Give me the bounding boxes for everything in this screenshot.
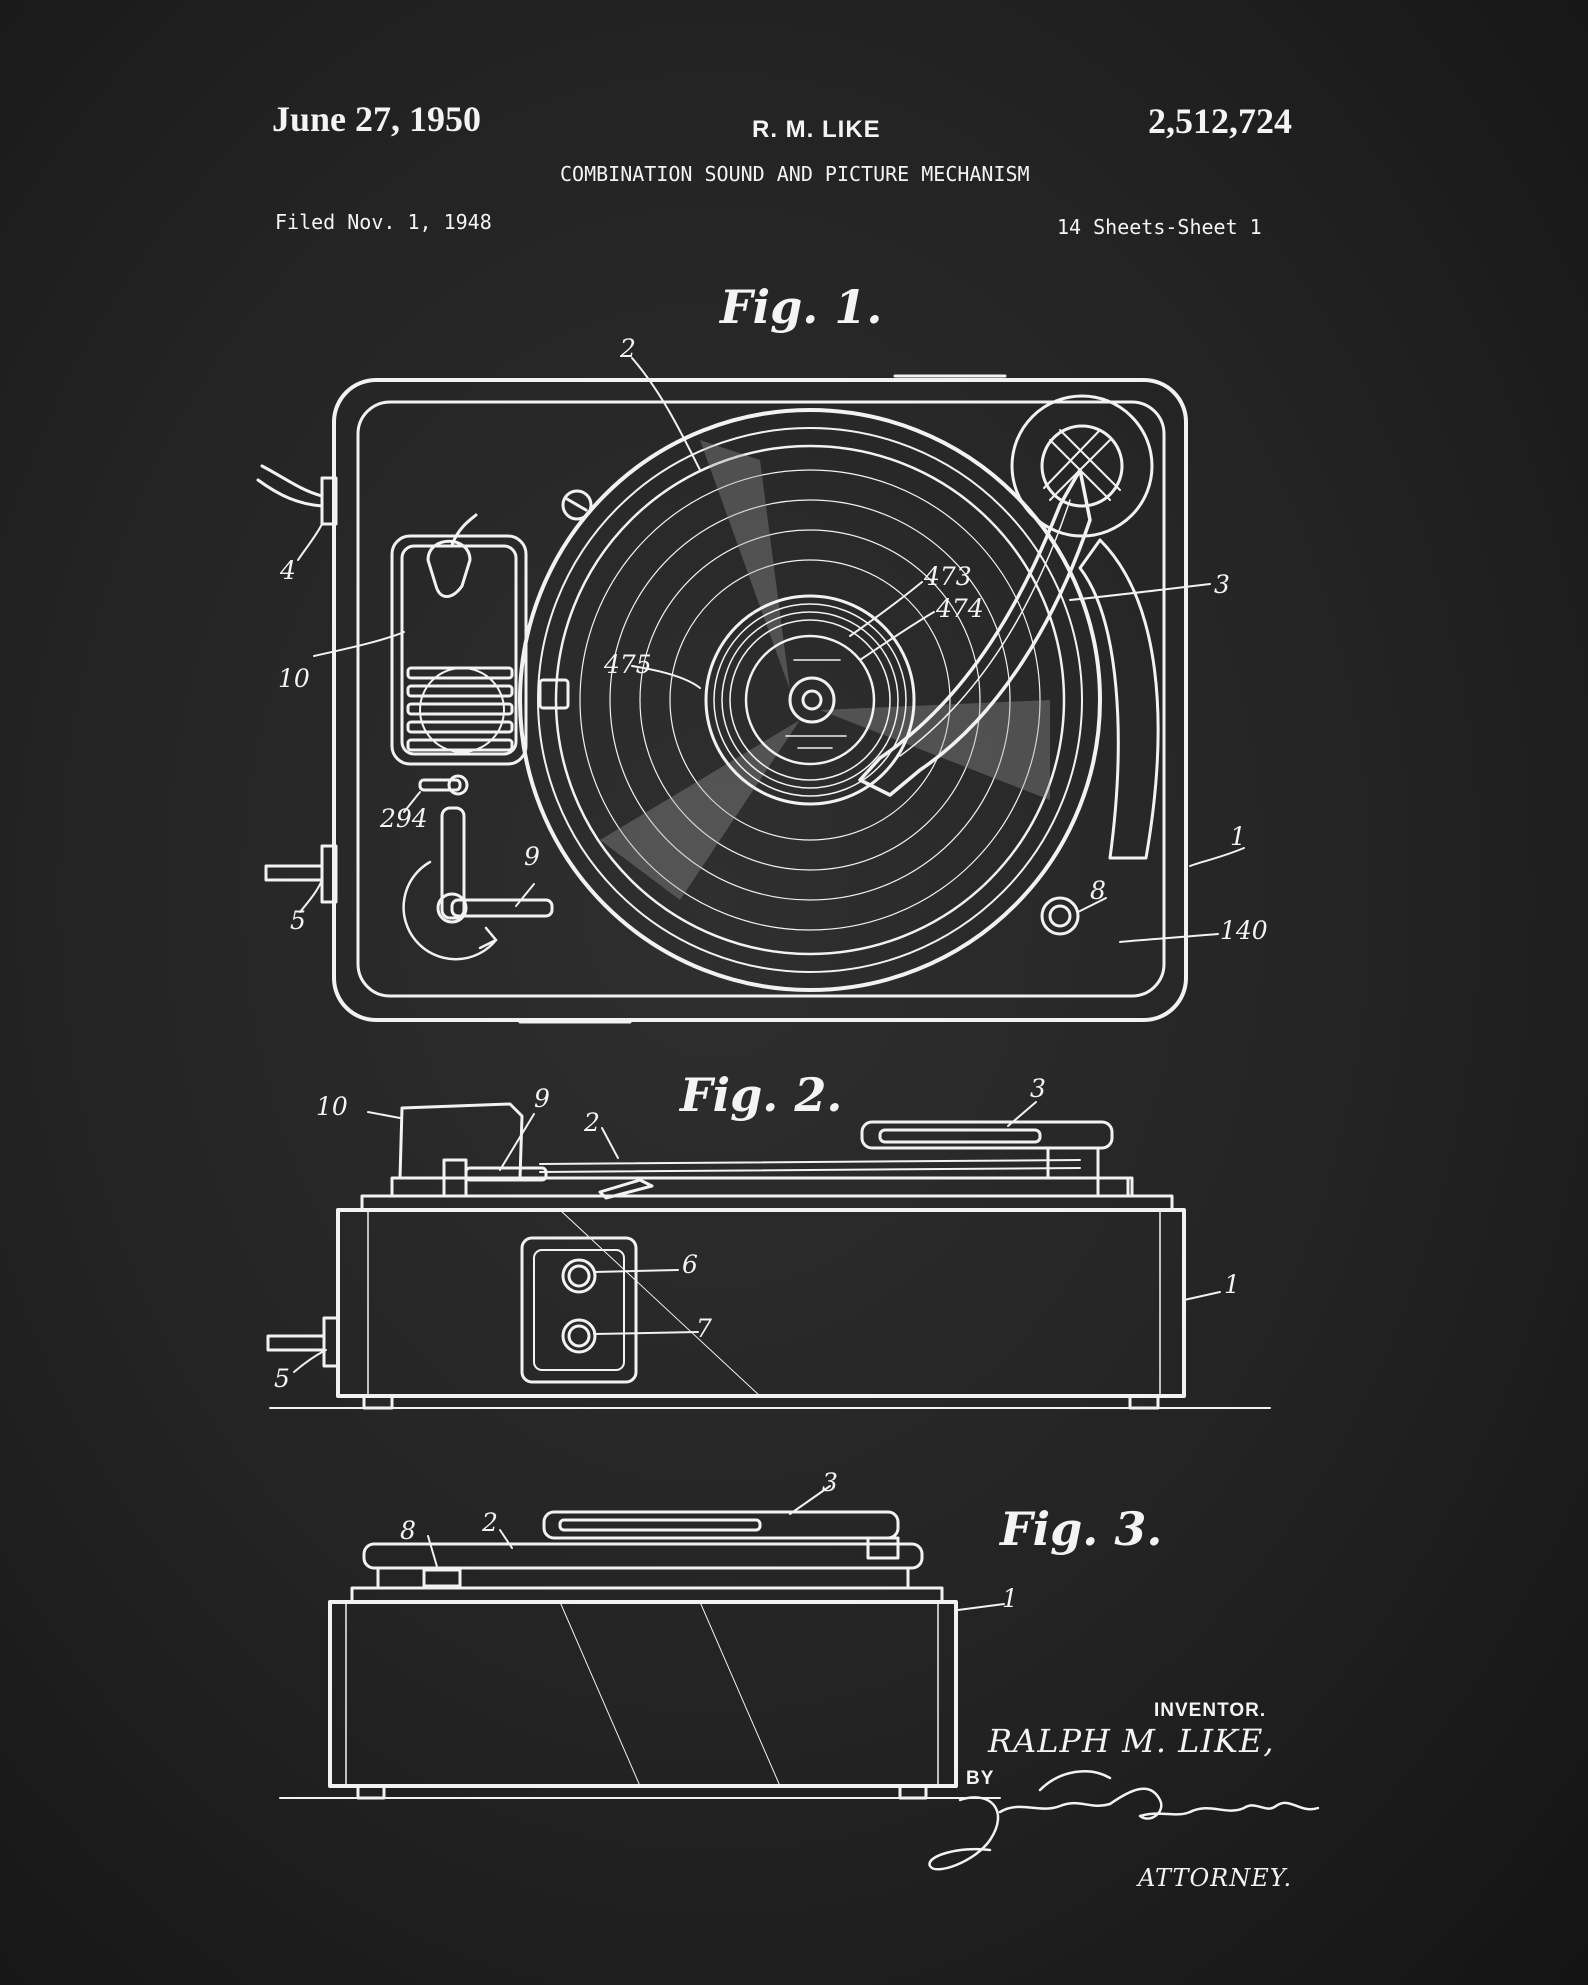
fig1-ref-3: 3 xyxy=(1214,570,1230,599)
fig3-label: Fig. 3. xyxy=(1000,1502,1163,1556)
filed-date: Filed Nov. 1, 1948 xyxy=(275,210,492,234)
fig2-ref-1: 1 xyxy=(1224,1270,1240,1299)
fig1-ref-473: 473 xyxy=(924,562,972,591)
fig1-ref-8: 8 xyxy=(1090,876,1106,905)
fig3-ref-3: 3 xyxy=(822,1468,838,1497)
fig3-ref-2: 2 xyxy=(482,1508,498,1537)
fig1-ref-4: 4 xyxy=(280,556,296,585)
fig1-label: Fig. 1. xyxy=(720,280,883,334)
fig2-front-view xyxy=(266,1101,1271,1410)
fig3-side-view xyxy=(279,1485,1005,1800)
fig2-ref-2: 2 xyxy=(584,1108,600,1137)
patent-date: June 27, 1950 xyxy=(272,99,482,139)
attorney-label: ATTORNEY. xyxy=(1138,1864,1293,1892)
fig2-ref-10: 10 xyxy=(316,1092,348,1121)
patent-number: 2,512,724 xyxy=(1148,101,1292,141)
patent-title: COMBINATION SOUND AND PICTURE MECHANISM xyxy=(560,162,1030,186)
fig3-ref-8: 8 xyxy=(400,1516,416,1545)
attorney-signature xyxy=(928,1770,1320,1871)
fig1-ref-5: 5 xyxy=(290,906,306,935)
fig2-ref-7: 7 xyxy=(696,1314,712,1343)
fig2-ref-5: 5 xyxy=(274,1364,290,1393)
fig2-ref-6: 6 xyxy=(682,1250,698,1279)
fig1-ref-2: 2 xyxy=(620,334,636,363)
fig3-ref-1: 1 xyxy=(1002,1584,1018,1613)
inventor-heading: R. M. LIKE xyxy=(752,116,881,143)
fig1-ref-1: 1 xyxy=(1230,822,1246,851)
fig1-ref-475: 475 xyxy=(604,650,652,679)
fig1-ref-10: 10 xyxy=(278,664,310,693)
fig1-top-view xyxy=(256,357,1245,1024)
fig2-ref-3: 3 xyxy=(1030,1074,1046,1103)
fig2-label: Fig. 2. xyxy=(680,1068,843,1122)
fig1-ref-9: 9 xyxy=(524,842,540,871)
fig1-ref-294: 294 xyxy=(380,804,428,833)
by-label: BY xyxy=(966,1768,995,1789)
sheet-count: 14 Sheets-Sheet 1 xyxy=(1057,215,1262,239)
inventor-label: INVENTOR. xyxy=(1154,1700,1267,1721)
fig1-ref-140: 140 xyxy=(1220,916,1268,945)
fig1-ref-474: 474 xyxy=(936,594,984,623)
inventor-name: RALPH M. LIKE, xyxy=(988,1722,1275,1760)
fig2-ref-9: 9 xyxy=(534,1084,550,1113)
